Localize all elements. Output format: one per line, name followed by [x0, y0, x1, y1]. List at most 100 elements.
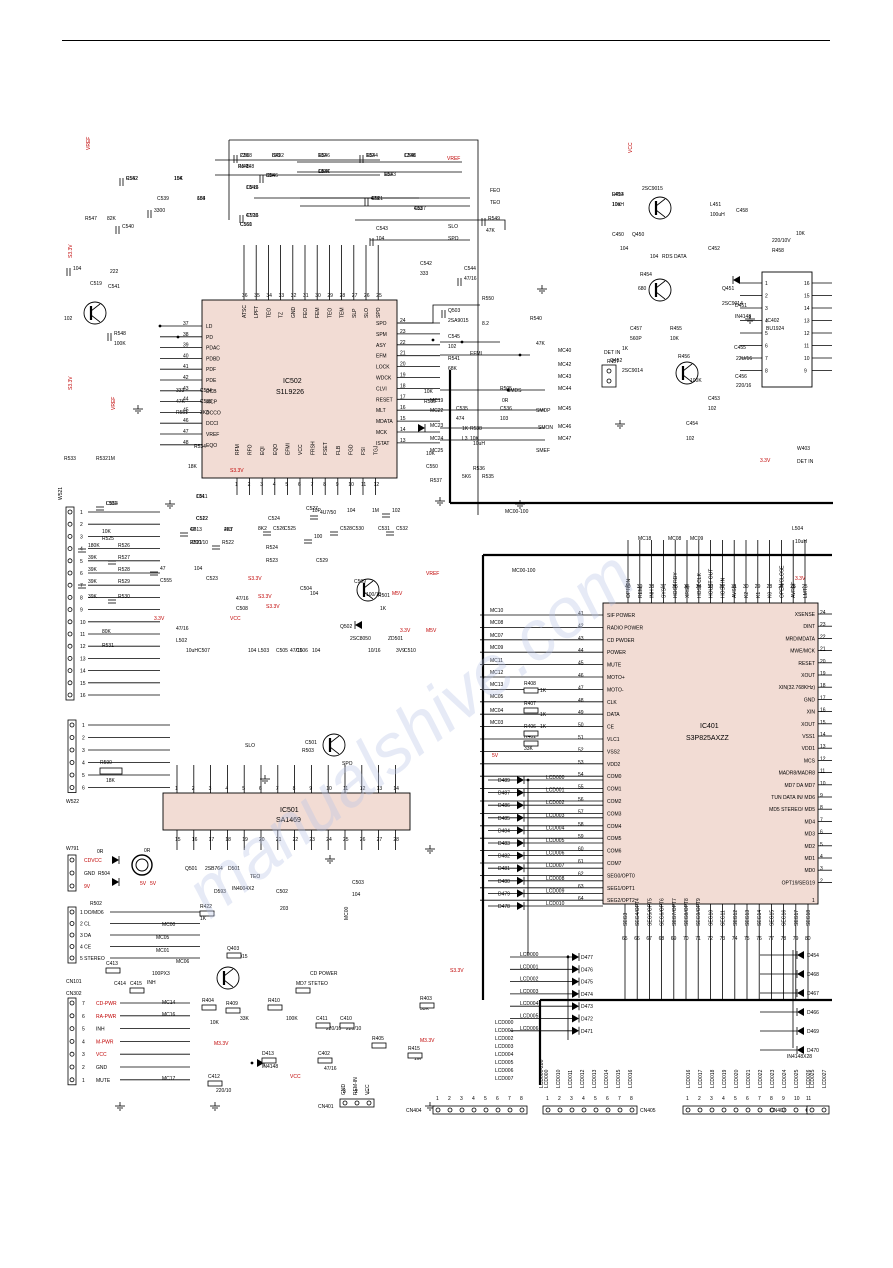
cn405-lcd-label: LCD000 — [544, 1069, 550, 1088]
part-bottom-label: C412 — [208, 1074, 220, 1080]
part-bottom-label: 220/10 — [326, 1026, 342, 1032]
diode-right-ref: D467 — [807, 991, 819, 997]
ic401-bottom-pin-name: SEG12 — [733, 910, 739, 926]
cn101-pin-label: 4 CE — [80, 945, 92, 951]
cn404-pin-hole — [447, 1107, 453, 1113]
diode-right — [797, 1046, 804, 1054]
part-top-label: 104 — [197, 196, 206, 202]
lcd-left-label: LCD006 — [546, 851, 565, 857]
ic401-top-pin-name: K2 — [744, 592, 750, 598]
part-top-label: Q503 — [448, 308, 460, 314]
component-body — [261, 1057, 277, 1064]
ic501-bottom-pin-num: 28 — [393, 837, 399, 843]
component-body — [315, 1022, 331, 1029]
cn101-pin-hole — [69, 921, 75, 926]
part-bottom-label: R406 — [524, 724, 536, 730]
ic401-bottom-pin-num: 76 — [756, 936, 762, 942]
ic401-left-pin-name: CD PWOER — [607, 638, 635, 644]
part-bottom-label: CD POWER — [310, 971, 338, 977]
mc-net-label: MC08 — [668, 536, 682, 542]
cn302-pin-hole — [69, 1077, 75, 1083]
ic501-top-pin-num: 9 — [309, 786, 312, 792]
part-mid-label: 104 — [347, 508, 356, 514]
part-top-label: R547 — [85, 216, 97, 222]
part-bottom-label: R407 — [524, 701, 536, 707]
ic401-bottom-pin-name: SEG8/OPT8 — [684, 898, 690, 926]
ic401-top-pin-num: 36 — [672, 584, 678, 590]
ic401-right-pin-num: 11 — [820, 769, 825, 775]
supply-label: 3.3V — [795, 576, 806, 582]
ic401-left-pin-num: 59 — [578, 834, 584, 840]
r590 — [99, 767, 123, 775]
cn407-pin-hole — [781, 1107, 787, 1113]
w521-pin-num: 9 — [80, 608, 83, 614]
w521-pin-num: 3 — [80, 534, 83, 540]
component-body — [523, 687, 539, 694]
part-right-label: R456 — [678, 354, 690, 360]
part-mid-label: 104 — [352, 892, 361, 898]
net-label: SMEF — [536, 448, 550, 454]
cn404-pin-num: 6 — [496, 1096, 499, 1102]
part-top-label: 333 — [420, 271, 429, 277]
ic501-top-pin-num: 4 — [225, 786, 228, 792]
ic401-right-pin-num: 14 — [820, 732, 826, 738]
ic402-right-pin: 15 — [804, 294, 810, 300]
lcd-bus-label: LCD002 — [495, 1036, 514, 1042]
part-bottom-label: 1M — [414, 1056, 421, 1062]
lcd-bus-name: LCD000-280 — [539, 1059, 545, 1088]
w521-pin-hole — [67, 546, 73, 551]
part-top-label: 47K — [536, 341, 546, 347]
cn405-pin-hole — [617, 1107, 623, 1113]
part-top-label: R543 — [384, 172, 396, 178]
lcd-left-label: LCD003 — [546, 813, 565, 819]
cn405-pin-num: 4 — [582, 1096, 585, 1102]
diode-left — [517, 813, 524, 822]
part-top-label: C535 — [456, 406, 468, 412]
junction-dot — [431, 338, 435, 342]
part-mid-label: C529 — [316, 558, 328, 564]
ic402-right-pin: 13 — [804, 319, 810, 325]
part-top-label: R545 — [238, 164, 250, 170]
ic502-top-pin-num: 28 — [340, 293, 346, 299]
part-mid-label: C508 — [236, 606, 248, 612]
part-top-label: R546 — [318, 153, 330, 159]
part-mid-label: 10/16 — [368, 648, 381, 654]
ic502-bottom-pin-num: 5 — [285, 482, 288, 488]
lcd-bus-label: LCD000 — [495, 1020, 514, 1026]
w403-pin — [606, 378, 612, 384]
w791-pin-label: GND — [84, 871, 96, 877]
ic401-right-pin-name: MD0 — [804, 868, 815, 874]
part-right-label: C458 — [736, 208, 748, 214]
cn407-lcd-label: LCD020 — [734, 1069, 740, 1088]
ic401-bottom-pin-name: SEG15 — [769, 910, 775, 926]
cn302-pin-label: M-PWR — [96, 1039, 114, 1045]
mc-net-label: MC05 — [490, 694, 504, 700]
diode-left-ref: D479 — [498, 891, 510, 897]
ic402-right-pin: 9 — [804, 369, 807, 375]
part-top-label: C521 — [371, 196, 383, 202]
ic401-left-pin-num: 56 — [578, 797, 584, 803]
mc-net-label: MC18 — [638, 536, 652, 542]
part-right-label: 10K — [670, 336, 680, 342]
ic401-ref: IC401 — [700, 723, 719, 730]
ic401-left-pin-num: 42 — [578, 623, 584, 629]
lcd-bus-label: LCD003 — [495, 1044, 514, 1050]
part-top-label: 2SA9015 — [448, 318, 469, 324]
component-body — [339, 1022, 355, 1029]
w522-pin-num: 6 — [82, 786, 85, 792]
ic401-right-pin-num: 5 — [820, 842, 823, 848]
part-top-label: R542 — [126, 176, 138, 182]
w521-pin-hole — [67, 619, 73, 625]
ic402-left-pin: 3 — [765, 306, 768, 312]
supply-label: VCC — [290, 1074, 301, 1080]
ic502-part: S1L9226 — [276, 389, 304, 396]
ic401-left-pin-name: SEG0/OPT0 — [607, 873, 635, 879]
part-mid-label: 47 — [160, 566, 166, 572]
part-bottom-label: C410 — [340, 1016, 352, 1022]
mc-net-label: MC01 — [156, 948, 170, 954]
part-right-label: 102 — [686, 436, 695, 442]
lcd-bottom-label: LCD003 — [520, 989, 539, 995]
ic401-left-pin-name: COM6 — [607, 849, 622, 855]
ic502-top-pin-name: TZ — [279, 312, 285, 318]
part-mid-label: C530 — [352, 526, 364, 532]
